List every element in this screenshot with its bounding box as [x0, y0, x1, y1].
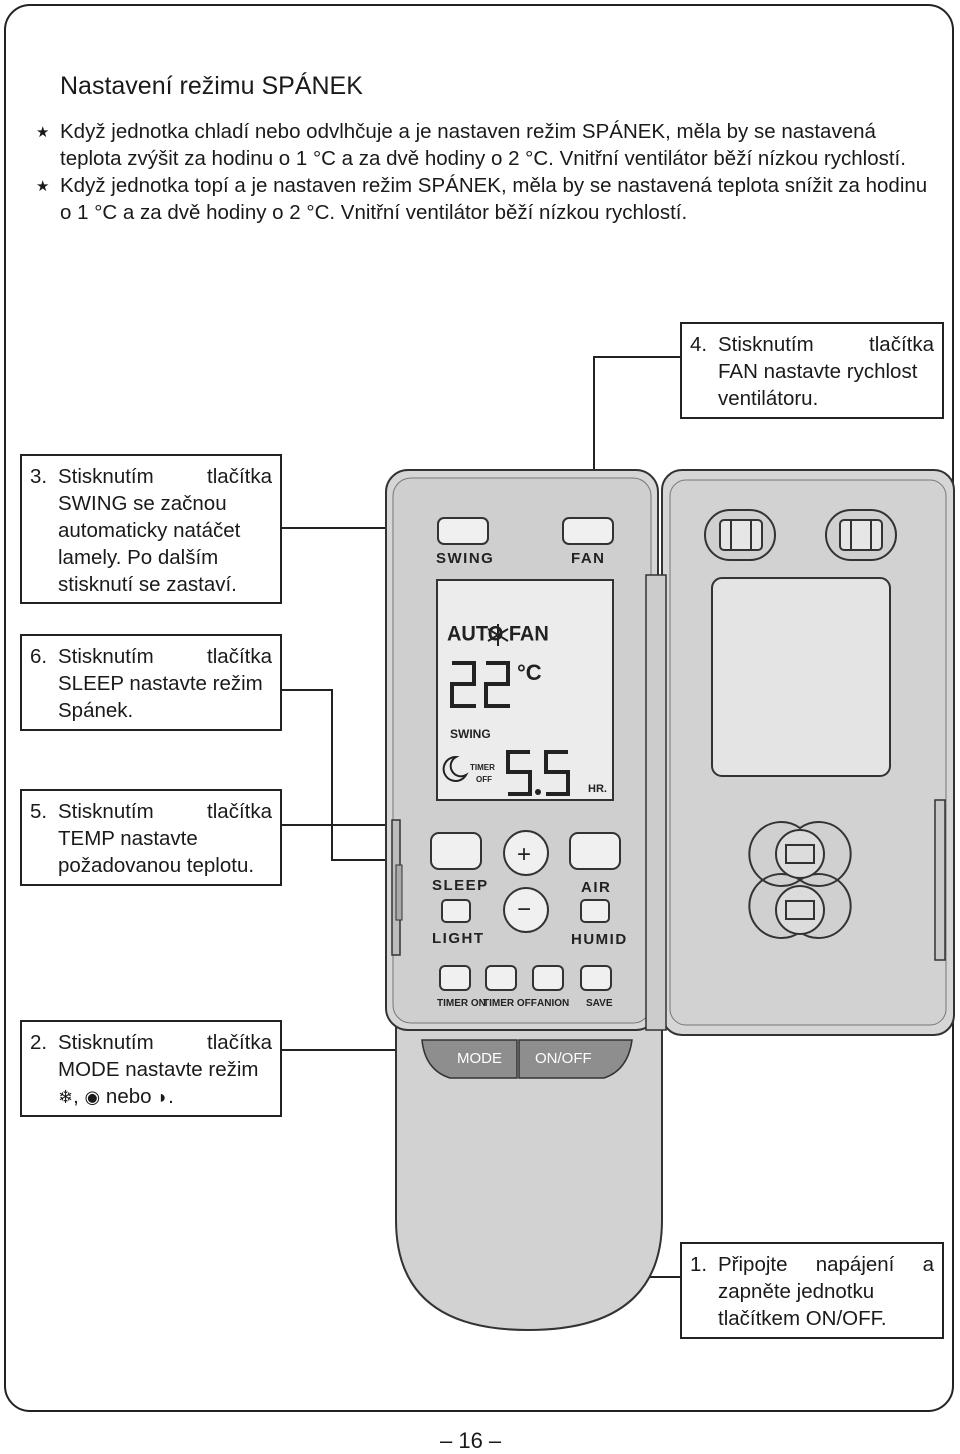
callout-text: TEMP nastavte požadovanou teplotu. — [58, 827, 255, 877]
timer-on-button[interactable] — [439, 965, 471, 991]
swing-label: SWING — [436, 550, 494, 567]
callout-line: Stisknutím tlačítka — [718, 333, 934, 356]
save-label: SAVE — [586, 998, 613, 1009]
lid-clip-left — [704, 509, 776, 561]
star-icon: ★ — [36, 124, 50, 141]
snowflake-icon — [487, 624, 509, 646]
minus-icon: − — [517, 896, 531, 923]
timer-off-label: TIMER OFF — [483, 998, 537, 1009]
timer-off-button[interactable] — [485, 965, 517, 991]
callout-number: 1. — [690, 1253, 708, 1276]
fan-label: FAN — [571, 550, 606, 567]
onoff-label: ON/OFF — [535, 1050, 592, 1067]
callout-text: nebo — [100, 1085, 158, 1108]
remote-body-lower — [395, 1024, 663, 1332]
callout-line: Stisknutím tlačítka — [58, 465, 272, 488]
page-number: – 16 – — [440, 1428, 502, 1453]
light-label: LIGHT — [432, 930, 485, 947]
lcd-swing: SWING — [450, 727, 491, 741]
lcd-temperature-digits — [450, 661, 510, 708]
callout-line: Stisknutím tlačítka — [58, 800, 272, 823]
anion-button[interactable] — [532, 965, 564, 991]
air-label: AIR — [581, 879, 611, 896]
lid-window — [711, 577, 891, 777]
mode-label: MODE — [457, 1050, 502, 1067]
callout-line: Stisknutím tlačítka — [58, 1031, 272, 1054]
temp-minus-button[interactable] — [503, 887, 549, 933]
callout-line: Stisknutím tlačítka — [58, 645, 272, 668]
callout-text: FAN nastavte rychlost ventilátoru. — [718, 360, 918, 410]
drop-icon: ◗ — [157, 1087, 169, 1107]
star-icon: ★ — [36, 178, 50, 195]
remote-hinge — [645, 574, 667, 1031]
callout-text: . — [168, 1085, 174, 1108]
callout-number: 4. — [690, 333, 708, 356]
bullet-text: Když jednotka topí a je nastaven režim S… — [60, 174, 928, 224]
callout-text: SLEEP nastavte režim Spánek. — [58, 672, 263, 722]
sleep-label: SLEEP — [432, 877, 489, 894]
lcd-timer-digits — [506, 750, 570, 796]
onoff-button[interactable] — [518, 1039, 633, 1079]
fan-button[interactable] — [562, 517, 614, 545]
lid-hinge-knobs — [748, 821, 852, 939]
humid-button[interactable] — [580, 899, 610, 923]
lcd-unit: °C — [517, 660, 542, 685]
remote-side-notch — [395, 864, 403, 921]
lcd-hr: HR. — [588, 783, 607, 795]
page-title: Nastavení režimu SPÁNEK — [60, 72, 363, 100]
callout-number: 6. — [30, 645, 48, 668]
anion-label: ANION — [537, 998, 569, 1009]
snowflake-icon: ❄ — [58, 1087, 74, 1107]
callout-onoff: 1. Připojte napájení a zapněte jednotku t… — [680, 1242, 944, 1339]
plus-icon: + — [517, 841, 531, 868]
air-button[interactable] — [569, 832, 621, 870]
callout-text: MODE nastavte režim — [58, 1058, 259, 1081]
callout-text: , — [73, 1085, 85, 1108]
callout-number: 3. — [30, 465, 48, 488]
callout-number: 5. — [30, 800, 48, 823]
callout-line: Připojte napájení a — [718, 1253, 934, 1276]
swing-button[interactable] — [437, 517, 489, 545]
sleep-button[interactable] — [430, 832, 482, 870]
lid-clip-right — [825, 509, 897, 561]
save-button[interactable] — [580, 965, 612, 991]
lcd-display — [436, 579, 614, 801]
lcd-timer: TIMER — [470, 763, 495, 772]
moon-icon — [442, 755, 469, 782]
temp-plus-button[interactable] — [503, 830, 549, 876]
sun-icon: ◉ — [84, 1087, 101, 1107]
bullet-text: Když jednotka chladí nebo odvlhčuje a je… — [60, 120, 906, 170]
mode-button[interactable] — [421, 1039, 518, 1079]
bullet-list: ★ Když jednotka chladí nebo odvlhčuje a j… — [36, 118, 936, 226]
remote-lid-ridge — [934, 799, 946, 961]
callout-number: 2. — [30, 1031, 48, 1054]
callout-text: SWING se začnou automaticky natáčet lame… — [58, 492, 241, 596]
bullet-item: ★ Když jednotka topí a je nastaven režim … — [36, 172, 936, 226]
light-button[interactable] — [441, 899, 471, 923]
timer-on-label: TIMER ON — [437, 998, 486, 1009]
callout-text: zapněte jednotku tlačítkem ON/OFF. — [718, 1280, 887, 1330]
lcd-off: OFF — [476, 775, 492, 784]
humid-label: HUMID — [571, 931, 628, 948]
bullet-item: ★ Když jednotka chladí nebo odvlhčuje a j… — [36, 118, 936, 172]
